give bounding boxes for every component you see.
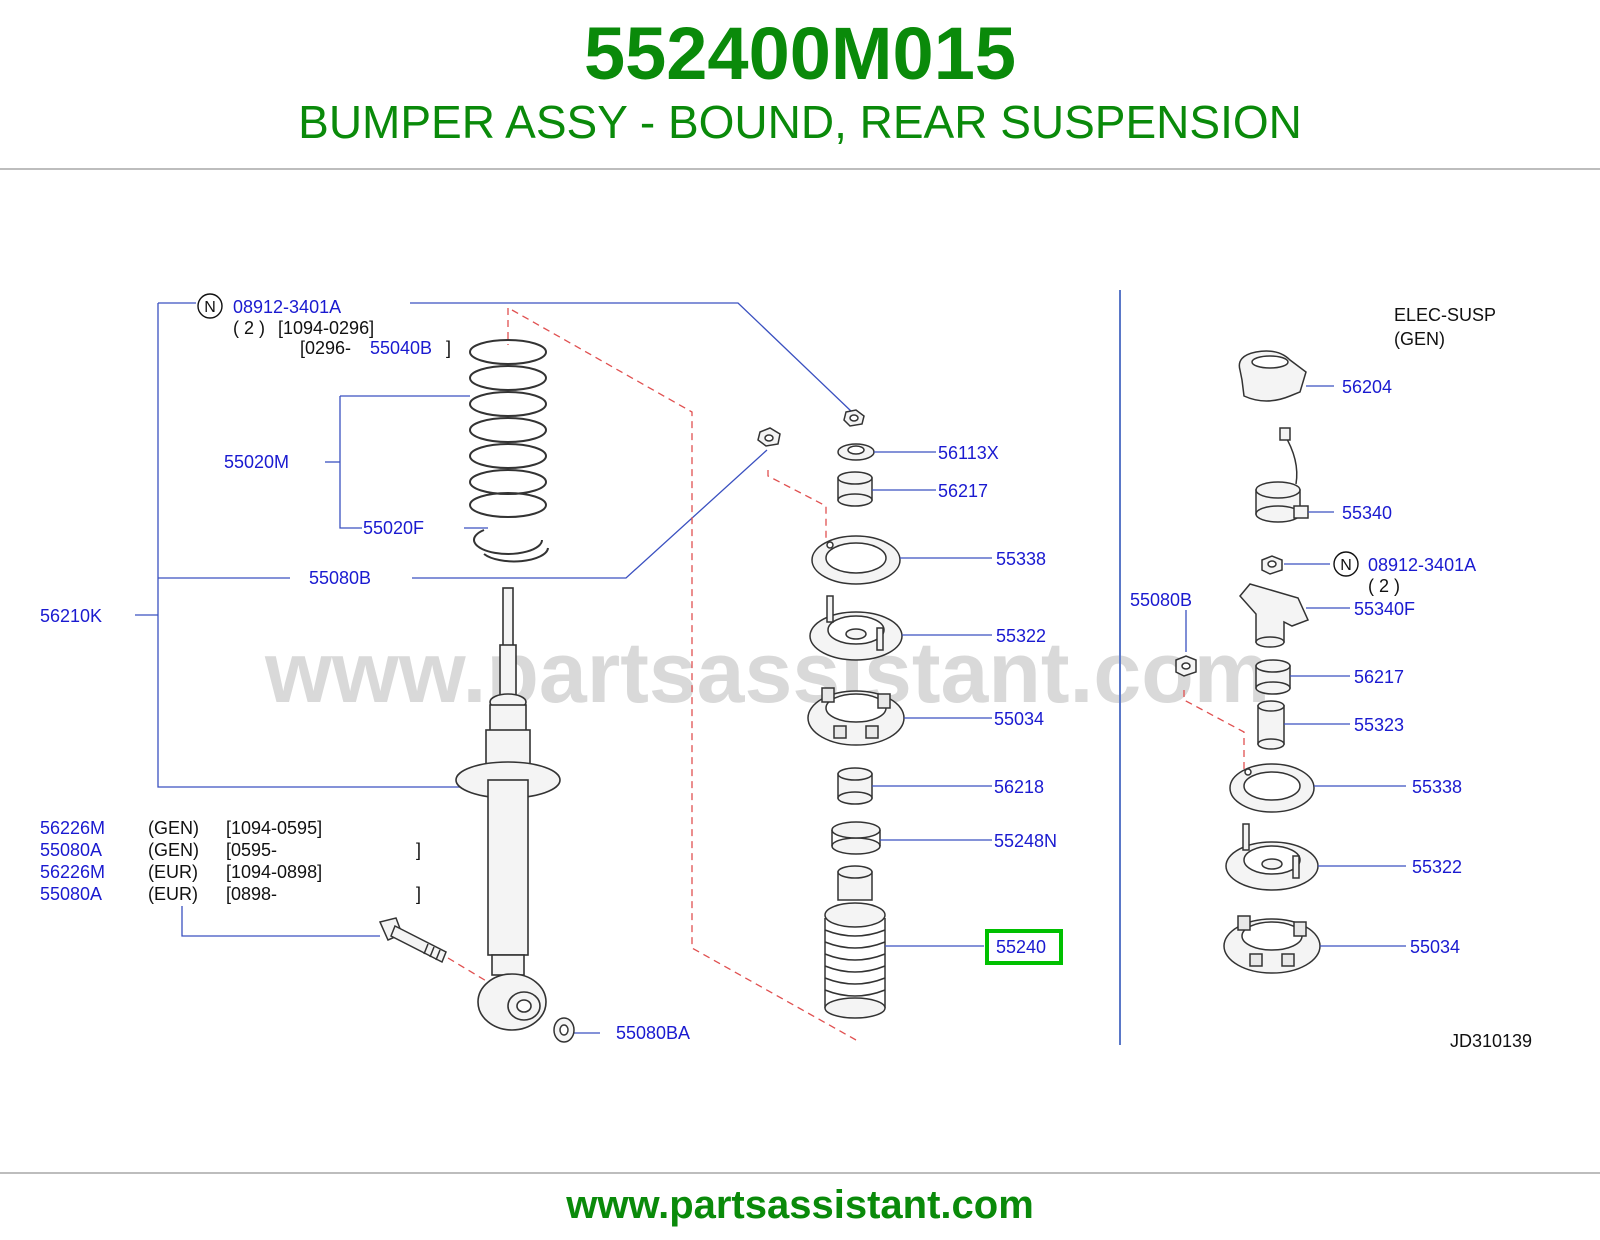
right-leader-lines <box>1185 385 1406 947</box>
center-parts <box>757 409 905 1019</box>
label-55080B-right[interactable]: 55080B <box>1130 590 1192 610</box>
svg-text:[1094-0595]: [1094-0595] <box>226 818 322 838</box>
label-56204[interactable]: 56204 <box>1342 377 1392 397</box>
svg-text:56226M[interactable]: 56226M <box>40 818 105 838</box>
table-row: 55080A (EUR) [0898- ] <box>40 884 421 904</box>
qty-note-right: ( 2 ) <box>1368 576 1400 596</box>
svg-text:(EUR): (EUR) <box>148 884 198 904</box>
svg-text:56226M[interactable]: 56226M <box>40 862 105 882</box>
table-row: 56226M (EUR) [1094-0898] <box>40 862 322 882</box>
svg-text:(GEN): (GEN) <box>148 840 199 860</box>
svg-text:]: ] <box>416 840 421 860</box>
callout-labels: 08912-3401A ( 2 ) [1094-0296] [0296- 550… <box>40 297 1532 1051</box>
label-55323[interactable]: 55323 <box>1354 715 1404 735</box>
label-55080B[interactable]: 55080B <box>309 568 371 588</box>
center-leader-lines <box>872 451 992 947</box>
lower-bolt <box>378 917 447 964</box>
alignment-dashes <box>447 308 1245 1041</box>
option-title: ELEC-SUSP <box>1394 305 1496 325</box>
svg-text:]: ] <box>416 884 421 904</box>
svg-text:(EUR): (EUR) <box>148 862 198 882</box>
part-description: BUMPER ASSY - BOUND, REAR SUSPENSION <box>298 96 1302 148</box>
shock-absorber <box>455 587 561 1031</box>
label-56217[interactable]: 56217 <box>938 481 988 501</box>
svg-text:N: N <box>204 299 216 316</box>
svg-text:N: N <box>1340 557 1352 574</box>
lower-nut <box>553 1017 575 1043</box>
label-56113X[interactable]: 56113X <box>938 443 999 463</box>
drawing-code: JD310139 <box>1450 1031 1532 1051</box>
label-55020F[interactable]: 55020F <box>363 518 424 538</box>
table-row: 56226M (GEN) [1094-0595] <box>40 818 322 838</box>
label-55080BA[interactable]: 55080BA <box>616 1023 690 1043</box>
watermark-text: www.partsassistant.com <box>264 625 1270 721</box>
svg-text:(GEN): (GEN) <box>148 818 199 838</box>
svg-text:55080A[interactable]: 55080A <box>40 840 102 860</box>
footer-website-link[interactable]: www.partsassistant.com <box>566 1183 1034 1227</box>
label-55034-right[interactable]: 55034 <box>1410 937 1460 957</box>
svg-text:[0595-: [0595- <box>226 840 277 860</box>
table-row: 55080A (GEN) [0595- ] <box>40 840 421 860</box>
svg-text:[1094-0898]: [1094-0898] <box>226 862 322 882</box>
label-55340[interactable]: 55340 <box>1342 503 1392 523</box>
applicability-table: 56226M (GEN) [1094-0595] 55080A (GEN) [0… <box>40 818 421 904</box>
page-header: 552400M015 BUMPER ASSY - BOUND, REAR SUS… <box>0 0 1600 170</box>
label-56210K[interactable]: 56210K <box>40 606 102 626</box>
label-08912-3401A[interactable]: 08912-3401A <box>233 297 341 317</box>
elec-susp-parts <box>1175 350 1321 974</box>
option-subtitle: (GEN) <box>1394 329 1445 349</box>
header-divider <box>0 168 1600 170</box>
part-number-title: 552400M015 <box>583 12 1017 95</box>
svg-text:55080A[interactable]: 55080A <box>40 884 102 904</box>
label-55338[interactable]: 55338 <box>996 549 1046 569</box>
note-marker-n-right: N <box>1333 551 1359 577</box>
highlighted-part-box <box>985 929 1063 965</box>
coil-spring <box>469 339 549 563</box>
note-marker-n-left: N <box>197 293 223 319</box>
label-56217-right[interactable]: 56217 <box>1354 667 1404 687</box>
qty-note: ( 2 ) <box>233 318 265 338</box>
label-55338-right[interactable]: 55338 <box>1412 777 1462 797</box>
label-55240-highlighted[interactable]: 55240 <box>996 937 1046 957</box>
svg-text:[0898-: [0898- <box>226 884 277 904</box>
label-08912-3401A-right[interactable]: 08912-3401A <box>1368 555 1476 575</box>
label-55322-right[interactable]: 55322 <box>1412 857 1462 877</box>
label-55248N[interactable]: 55248N <box>994 831 1057 851</box>
left-leader-lines <box>135 302 853 1034</box>
label-56218[interactable]: 56218 <box>994 777 1044 797</box>
date-range-note: [1094-0296] <box>278 318 374 338</box>
label-55322[interactable]: 55322 <box>996 626 1046 646</box>
label-55040B[interactable]: 55040B <box>370 338 432 358</box>
label-55340F[interactable]: 55340F <box>1354 599 1415 619</box>
label-55020M[interactable]: 55020M <box>224 452 289 472</box>
date-range-note: [0296- <box>300 338 351 358</box>
label-55034[interactable]: 55034 <box>994 709 1044 729</box>
footer-divider <box>0 1172 1600 1174</box>
bracket-close: ] <box>446 338 451 358</box>
